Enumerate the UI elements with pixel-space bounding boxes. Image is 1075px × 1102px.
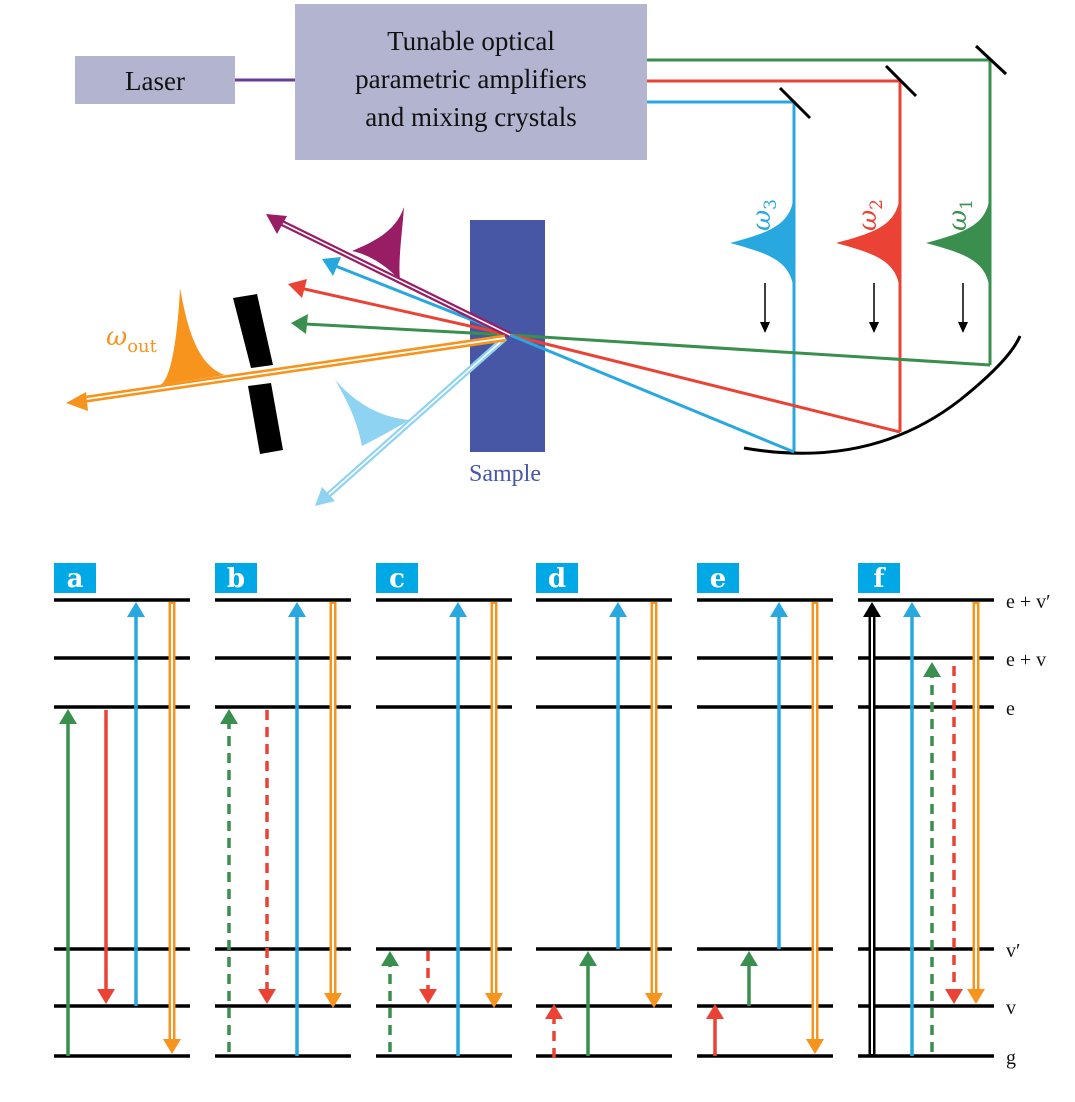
beam-omega3-focus (509, 333, 795, 454)
pulse-omega2 (836, 190, 900, 296)
arrowhead-up-icon (579, 951, 597, 966)
pulse-output (160, 288, 225, 385)
arrowhead-up-icon (220, 709, 238, 724)
arrowhead-down-icon (419, 989, 437, 1004)
label-omega3: ω3 (747, 199, 781, 231)
svg-text:ω1: ω1 (943, 199, 977, 231)
arrowhead-up-icon (127, 602, 145, 617)
arrowhead-up-icon (863, 602, 881, 617)
opa-label-line-3: and mixing crystals (365, 102, 576, 132)
panel-letter: a (67, 564, 84, 594)
level-label: e (1006, 698, 1015, 720)
mirror-2 (884, 64, 918, 98)
level-label: e + v (1006, 649, 1046, 671)
arrowhead-down-icon (163, 1039, 181, 1054)
beam-omega1-focus (509, 333, 991, 367)
arrowhead-up-icon (903, 602, 921, 617)
panel-a: a (54, 563, 190, 1058)
arrowhead-down-icon (645, 993, 663, 1008)
arrowhead-down-icon (485, 993, 503, 1008)
arrowhead-down-icon (806, 1039, 824, 1054)
level-label: v′ (1006, 940, 1020, 962)
arrowhead-up-icon (923, 662, 941, 677)
arrowhead-up-icon (740, 951, 758, 966)
aperture-lower (248, 383, 283, 454)
pulse-purple-signal (352, 207, 404, 280)
panel-badge (54, 563, 96, 593)
opa-label-line-1: Tunable optical (387, 26, 555, 56)
panel-letter: f (873, 564, 886, 594)
svg-text:ω3: ω3 (747, 199, 781, 231)
down-arrow-icon (760, 322, 770, 333)
panel-letter: e (710, 564, 727, 594)
panel-c: c (376, 563, 512, 1058)
opa-label-line-2: parametric amplifiers (355, 64, 587, 94)
panel-badge (376, 563, 418, 593)
arrowhead-down-icon (945, 989, 963, 1004)
arrowhead-icon (315, 487, 335, 506)
mirror-1 (974, 44, 1008, 76)
pulse-light-blue-signal (335, 380, 410, 446)
beam-omega2-focus (509, 333, 901, 434)
beam-omega1-transmitted (304, 322, 511, 337)
level-label: g (1006, 1047, 1016, 1069)
level-label: e + v′ (1006, 591, 1051, 613)
down-arrow-icon (958, 322, 968, 333)
svg-text:ω2: ω2 (853, 199, 887, 231)
down-arrow-icon (869, 322, 879, 333)
arrowhead-icon (322, 257, 341, 276)
arrowhead-icon (66, 392, 88, 411)
label-omega1: ω1 (943, 199, 977, 231)
arrowhead-up-icon (449, 602, 467, 617)
label-omega-out: ωout (106, 322, 158, 357)
beam-omega2-transmitted (299, 286, 511, 337)
beam-omega1-path (647, 58, 992, 365)
laser-box (75, 56, 235, 104)
arrowhead-up-icon (288, 602, 306, 617)
arrowhead-up-icon (706, 1004, 724, 1019)
setup-diagram: Laser Tunable optical parametric amplifi… (66, 4, 1022, 506)
label-omega2: ω2 (853, 199, 887, 231)
mirror-3 (778, 86, 812, 120)
arrowhead-up-icon (381, 951, 399, 966)
aperture-upper (233, 294, 273, 368)
arrowhead-down-icon (324, 993, 342, 1008)
panel-b: b (215, 563, 351, 1058)
arrowhead-icon (288, 279, 307, 298)
curved-mirror (743, 335, 1022, 455)
arrowhead-down-icon (967, 989, 985, 1004)
arrowhead-up-icon (770, 602, 788, 617)
arrowhead-down-icon (97, 989, 115, 1004)
panel-e: e (697, 563, 833, 1058)
arrowhead-up-icon (609, 602, 627, 617)
panel-letter: b (227, 564, 245, 594)
panel-badge (697, 563, 739, 593)
panel-badge (536, 563, 578, 593)
panel-letter: d (548, 564, 566, 594)
energy-level-diagrams: a b c d e f e + v′ e + v e v′ v g (54, 563, 1051, 1069)
arrowhead-up-icon (545, 1004, 563, 1019)
pulse-omega1 (926, 190, 990, 296)
pulse-omega3 (730, 190, 794, 296)
panel-d: d (536, 563, 672, 1058)
panel-badge (858, 563, 900, 593)
arrowhead-icon (291, 314, 308, 334)
level-label: v (1006, 997, 1016, 1019)
arrowhead-down-icon (258, 989, 276, 1004)
laser-label: Laser (125, 66, 185, 96)
panel-letter: c (389, 564, 405, 594)
panel-badge (215, 563, 257, 593)
arrowhead-up-icon (59, 709, 77, 724)
panel-f: f (858, 563, 994, 1058)
time-arrows (760, 283, 968, 333)
opa-box (295, 4, 647, 160)
arrowhead-icon (266, 214, 287, 234)
sample-label: Sample (469, 461, 541, 487)
